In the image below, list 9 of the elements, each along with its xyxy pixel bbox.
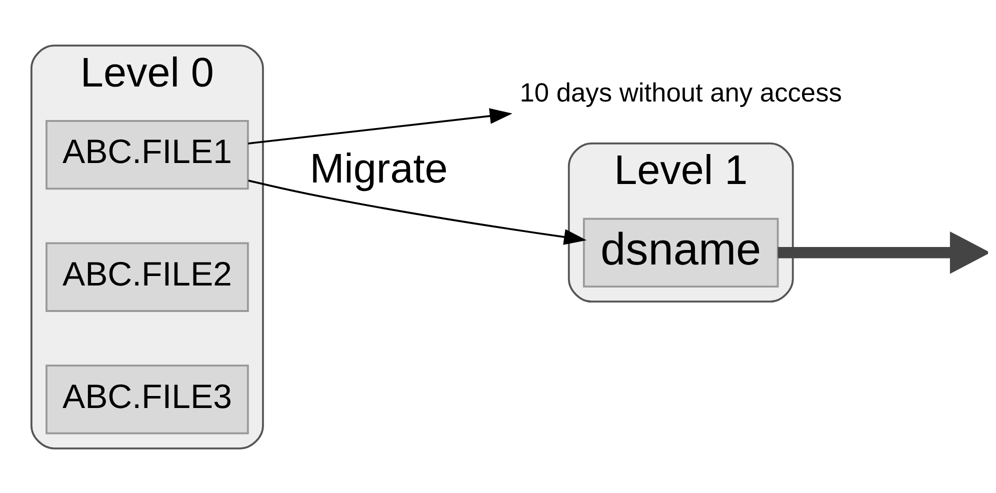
node-box: ABC.FILE2 bbox=[46, 242, 249, 312]
node-box: ABC.FILE3 bbox=[46, 364, 249, 434]
arrow bbox=[778, 230, 988, 274]
node-box: dsname bbox=[582, 217, 779, 287]
arrow bbox=[248, 179, 587, 244]
arrow bbox=[248, 108, 512, 144]
node-text: 10 days without any access bbox=[520, 76, 842, 107]
edge-label: Migrate bbox=[310, 144, 448, 191]
node-box: ABC.FILE1 bbox=[46, 119, 249, 190]
